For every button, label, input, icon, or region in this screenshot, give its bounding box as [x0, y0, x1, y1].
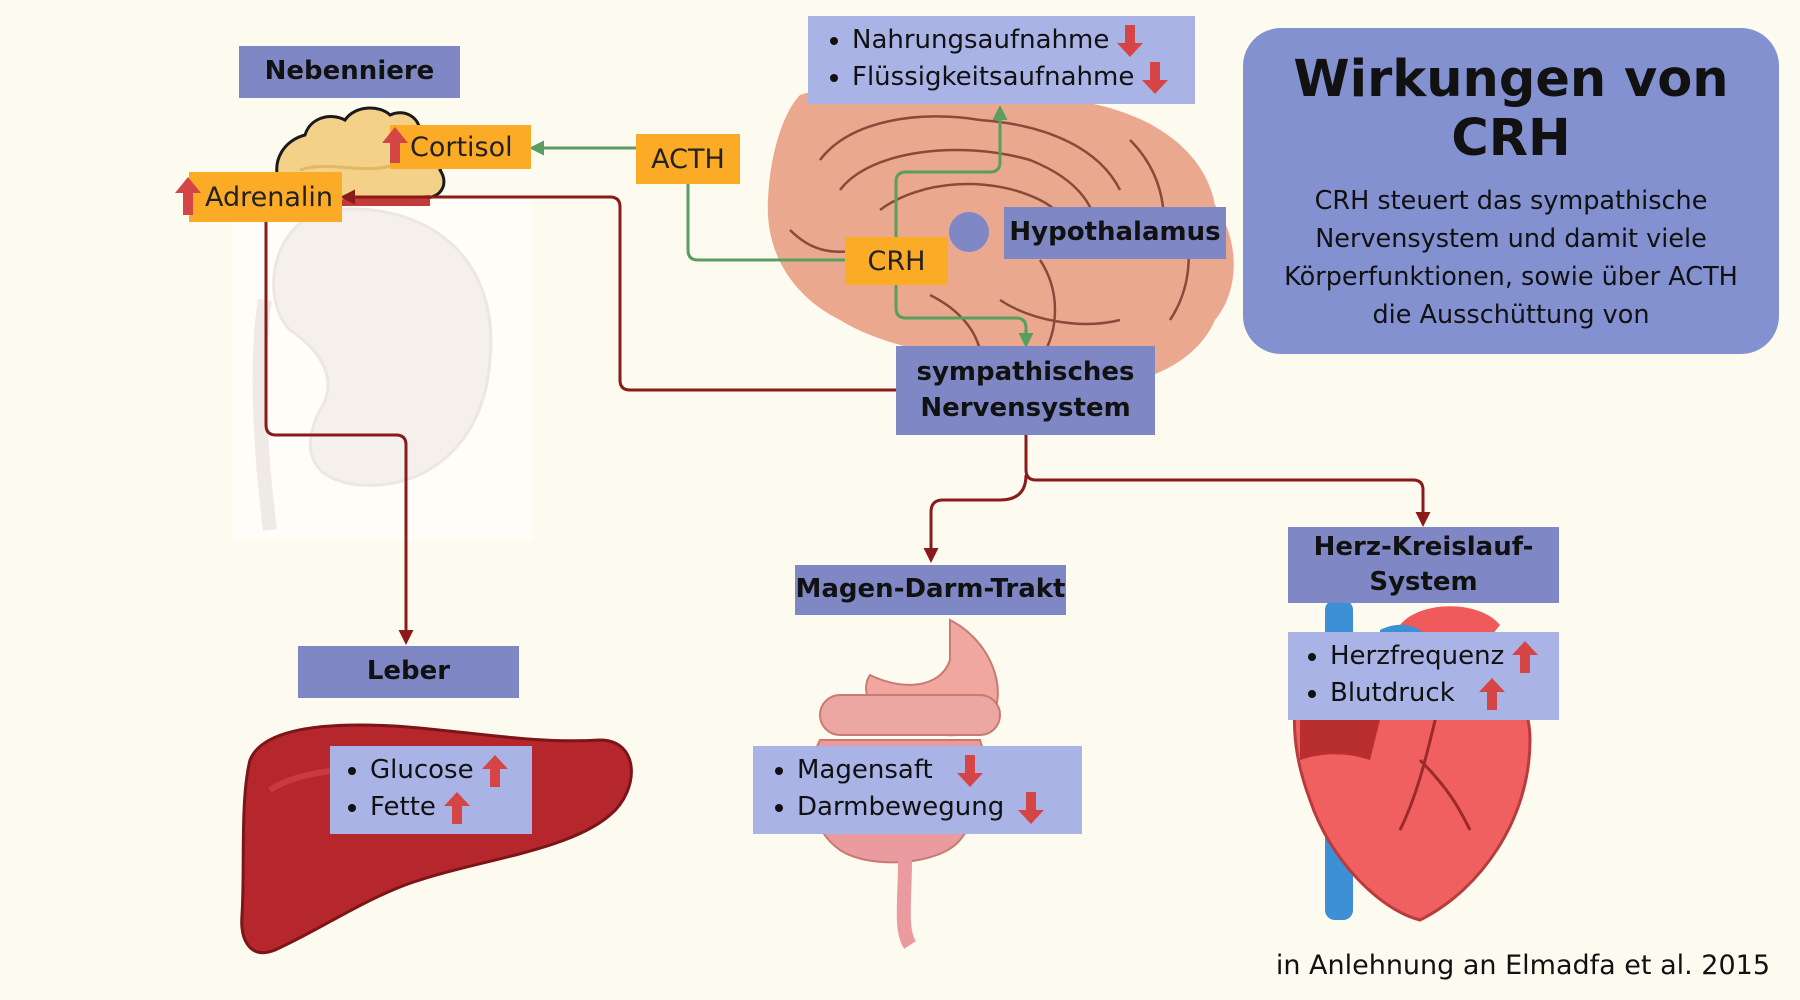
up-arrow-icon — [382, 127, 408, 163]
hormone-acth-text: ACTH — [651, 143, 725, 175]
down-arrow-icon — [1142, 61, 1169, 94]
red-connectors — [264, 189, 1431, 645]
effects-magen-list: Magensaft Darmbewegung — [753, 746, 1082, 834]
list-item: Glucose — [370, 752, 532, 789]
effect-label: Darmbewegung — [797, 792, 1005, 822]
label-herz-line2: System — [1369, 567, 1478, 597]
list-item: Herzfrequenz — [1330, 638, 1559, 675]
label-hypothalamus-text: Hypothalamus — [1009, 217, 1221, 248]
down-arrow-icon — [1117, 24, 1144, 57]
adrenalin-to-leber-arrow — [264, 222, 414, 645]
info-box: Wirkungen von CRH CRH steuert das sympat… — [1243, 28, 1779, 354]
effects-leber-list: Glucose Fette — [330, 746, 532, 834]
hormone-crh: CRH — [845, 237, 948, 285]
label-leber-text: Leber — [366, 656, 451, 687]
label-magen-text: Magen-Darm-Trakt — [795, 574, 1066, 605]
green-connectors — [529, 105, 1034, 348]
crh-to-sympathikus-arrow — [894, 284, 1034, 348]
effects-herz-list: Herzfrequenz Blutdruck — [1288, 632, 1559, 720]
up-arrow-icon — [175, 177, 201, 215]
kidney-illustration — [232, 200, 532, 540]
down-arrow-icon — [956, 754, 983, 787]
source-citation: in Anlehnung an Elmadfa et al. 2015 — [1275, 950, 1770, 981]
crh-to-acth-arrow — [686, 183, 845, 262]
effect-label: Herzfrequenz — [1330, 641, 1505, 671]
label-nebenniere: Nebenniere — [239, 46, 460, 98]
list-item: Flüssigkeitsaufnahme — [852, 59, 1195, 96]
crh-to-hypothalamus-effects-arrow — [894, 105, 1008, 237]
label-herz-kreislauf-system: Herz-Kreislauf- System — [1288, 527, 1559, 603]
effects-hypothalamus-list: Nahrungsaufnahme Flüssigkeitsaufnahme — [808, 16, 1195, 104]
label-sympathikus-line1: sympathisches — [916, 357, 1135, 388]
sympathikus-to-adrenalin-arrow — [340, 189, 896, 392]
hormone-crh-text: CRH — [867, 245, 926, 277]
list-item: Fette — [370, 789, 532, 826]
label-leber: Leber — [298, 646, 519, 698]
label-sympathikus-line2: Nervensystem — [920, 392, 1131, 423]
down-arrow-icon — [1018, 791, 1045, 824]
list-item: Blutdruck — [1330, 675, 1559, 712]
up-arrow-icon — [443, 791, 470, 824]
list-item: Nahrungsaufnahme — [852, 22, 1195, 59]
up-arrow-icon — [1478, 677, 1505, 710]
up-arrow-icon — [481, 754, 508, 787]
label-herz-line1: Herz-Kreislauf- — [1313, 531, 1534, 562]
effect-label: Blutdruck — [1330, 678, 1455, 708]
page-title: Wirkungen von CRH — [1293, 50, 1729, 168]
label-nebenniere-text: Nebenniere — [264, 56, 435, 87]
label-hypothalamus: Hypothalamus — [1004, 207, 1226, 259]
label-magen-darm-trakt: Magen-Darm-Trakt — [795, 565, 1066, 615]
effect-label: Glucose — [370, 755, 474, 785]
label-sympathisches-nervensystem: sympathisches Nervensystem — [896, 346, 1155, 435]
effect-label: Magensaft — [797, 755, 933, 785]
hormone-adrenalin: Adrenalin — [189, 172, 342, 222]
hormone-cortisol: Cortisol — [390, 125, 531, 169]
hormone-adrenalin-text: Adrenalin — [205, 181, 334, 213]
list-item: Magensaft — [797, 752, 1082, 789]
hormone-cortisol-text: Cortisol — [410, 131, 513, 163]
hormone-acth: ACTH — [636, 134, 740, 184]
effect-label: Fette — [370, 792, 436, 822]
effect-label: Nahrungsaufnahme — [852, 25, 1110, 55]
description-text: CRH steuert das sympathische Nervensyste… — [1284, 186, 1738, 330]
list-item: Darmbewegung — [797, 789, 1082, 826]
sympathikus-to-branch — [1024, 435, 1431, 527]
effect-label: Flüssigkeitsaufnahme — [852, 62, 1135, 92]
sympathikus-to-magen-arrow — [923, 474, 1028, 563]
up-arrow-icon — [1512, 640, 1539, 673]
